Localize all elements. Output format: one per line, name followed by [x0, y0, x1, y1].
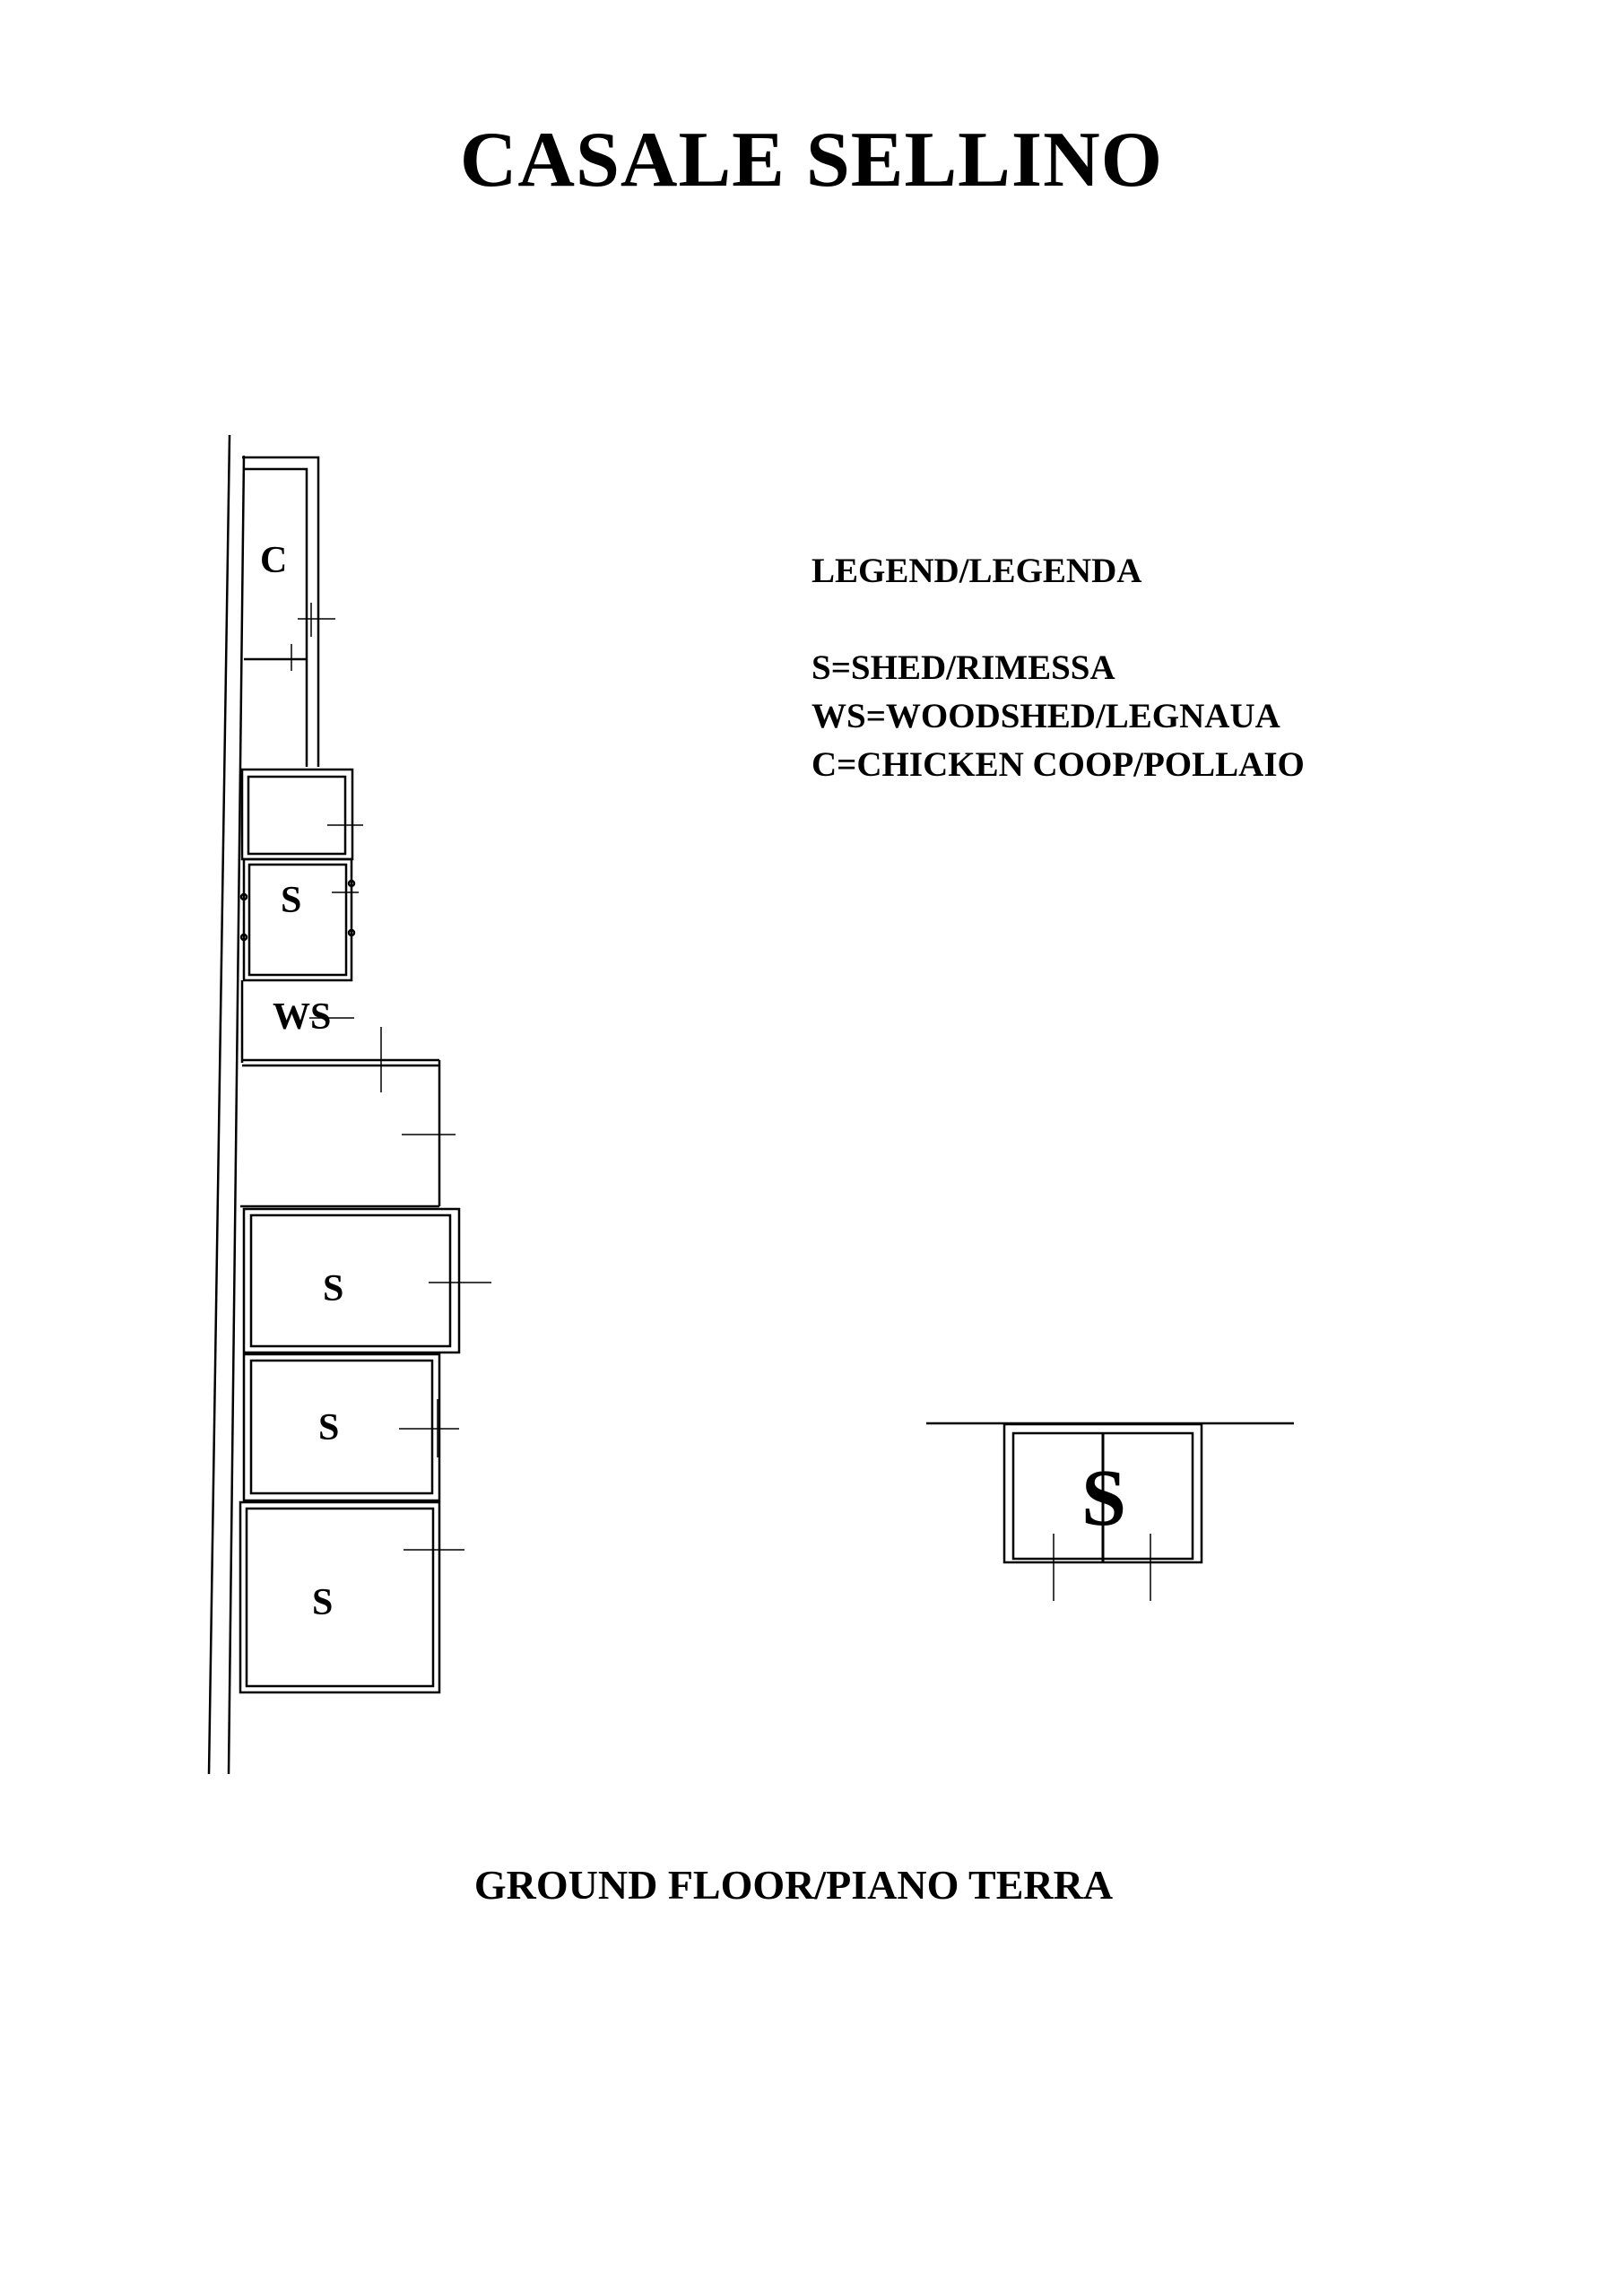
room-label-shed-mid: S [323, 1268, 343, 1309]
plan-title: CASALE SELLINO [459, 117, 1164, 204]
legend: LEGEND/LEGENDA S=SHED/RIMESSA WS=WOODSHE… [812, 547, 1305, 789]
boundary-line [207, 434, 231, 1775]
legend-item-chicken-coop: C=CHICKEN COOP/POLLAIO [812, 745, 1305, 784]
room-label-shed-bottom: S [312, 1582, 333, 1623]
room-chicken-coop [242, 456, 335, 767]
legend-item-shed: S=SHED/RIMESSA [812, 648, 1115, 687]
room-shed-lower [242, 1352, 459, 1502]
room-shed-mid [242, 1207, 491, 1354]
room-small-top [240, 768, 363, 861]
room-shed-bottom [239, 1500, 464, 1694]
floor-caption: GROUND FLOOR/PIANO TERRA [473, 1862, 1114, 1908]
room-label-coop: C [260, 540, 287, 581]
room-shed-top [239, 857, 359, 982]
boundary-line-inner [227, 455, 246, 1775]
room-label-shed-lower: S [318, 1407, 339, 1448]
legend-item-woodshed: WS=WOODSHED/LEGNAUA [812, 697, 1280, 735]
room-label-shed-detached: S [1081, 1454, 1126, 1543]
room-shed-detached [926, 1422, 1294, 1601]
room-label-shed-top: S [281, 880, 301, 921]
room-woodshed [240, 980, 456, 1208]
legend-heading: LEGEND/LEGENDA [812, 552, 1142, 590]
room-label-woodshed: WS [273, 996, 331, 1038]
